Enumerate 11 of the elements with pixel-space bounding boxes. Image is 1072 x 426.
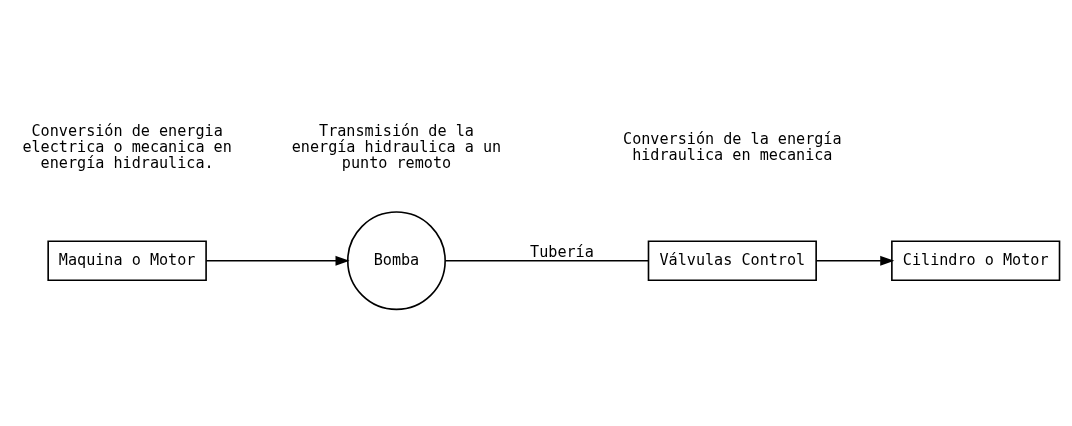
label: Conversión de la energía hidraulica en mecanica (623, 130, 842, 165)
label: Transmisión de la energía hidraulica a un punto remoto (291, 122, 502, 173)
node-box: Válvulas Control (647, 240, 817, 281)
node-box: Maquina o Motor (47, 240, 207, 281)
arrow (815, 255, 895, 266)
node-circle: Bomba (346, 211, 446, 311)
arrow (205, 255, 350, 266)
edge-label: Tubería (530, 242, 594, 261)
connector (444, 259, 650, 262)
label: Conversión de energia electrica o mecanica en energía hidraulica. (22, 122, 232, 173)
node-box: Cilindro o Motor (891, 240, 1061, 281)
